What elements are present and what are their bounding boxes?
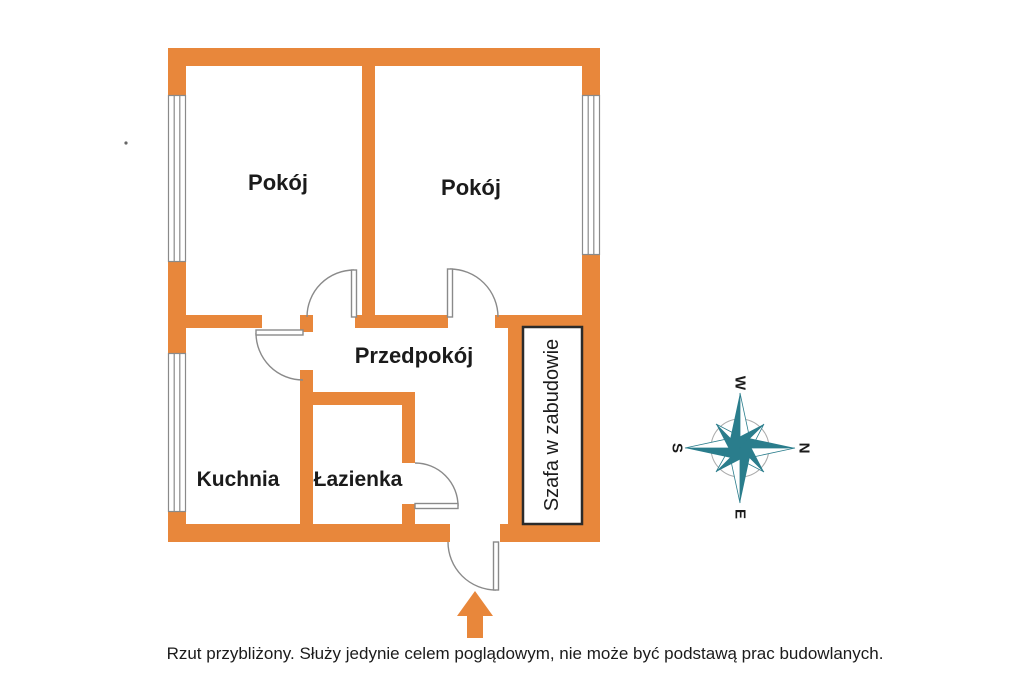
window-kitchen xyxy=(167,352,187,513)
door-room-left xyxy=(306,269,358,318)
door-room-right xyxy=(446,268,499,318)
wardrobe-box: Szafa w zabudowie xyxy=(521,325,584,526)
door-kitchen xyxy=(255,329,304,381)
room-label-przedpokoj: Przedpokój xyxy=(355,343,474,368)
doors xyxy=(255,268,500,591)
compass-label-north: N xyxy=(796,443,813,454)
room-label-pokoj-right: Pokój xyxy=(441,175,501,200)
compass-label-south: S xyxy=(669,443,686,453)
wall-kitchen-top xyxy=(186,315,262,328)
compass-dark-points xyxy=(685,393,795,503)
room-label-lazienka: Łazienka xyxy=(314,468,403,491)
wall-kitchen-bath-divider xyxy=(300,370,313,524)
wall-bath-right-lower xyxy=(402,504,415,524)
wall-bath-top xyxy=(300,392,415,405)
room-label-pokoj-left: Pokój xyxy=(248,170,308,195)
wardrobe-label: Szafa w zabudowie xyxy=(541,339,563,511)
window-room-right xyxy=(581,94,601,256)
wall-bath-right-upper xyxy=(402,392,415,463)
door-entrance xyxy=(447,541,500,591)
compass-label-east: E xyxy=(732,509,749,519)
room-label-kuchnia: Kuchnia xyxy=(197,468,280,491)
disclaimer-caption: Rzut przybliżony. Służy jedynie celem po… xyxy=(167,644,884,663)
wall-hall-middle xyxy=(355,315,448,328)
wall-wardrobe-left xyxy=(508,315,523,524)
wall-top xyxy=(168,48,600,66)
wall-bottom-left xyxy=(168,524,450,542)
wall-between-rooms xyxy=(362,66,375,317)
wall-divider-stub xyxy=(300,315,313,332)
entrance-arrow-icon xyxy=(457,591,493,638)
wall-bottom-right xyxy=(500,524,600,542)
compass-label-west: W xyxy=(732,376,749,391)
artifact-dot xyxy=(124,141,128,145)
door-bathroom xyxy=(414,462,459,510)
window-room-left xyxy=(167,94,187,263)
windows xyxy=(167,94,601,513)
compass-rose-icon: W N E S xyxy=(669,376,813,519)
